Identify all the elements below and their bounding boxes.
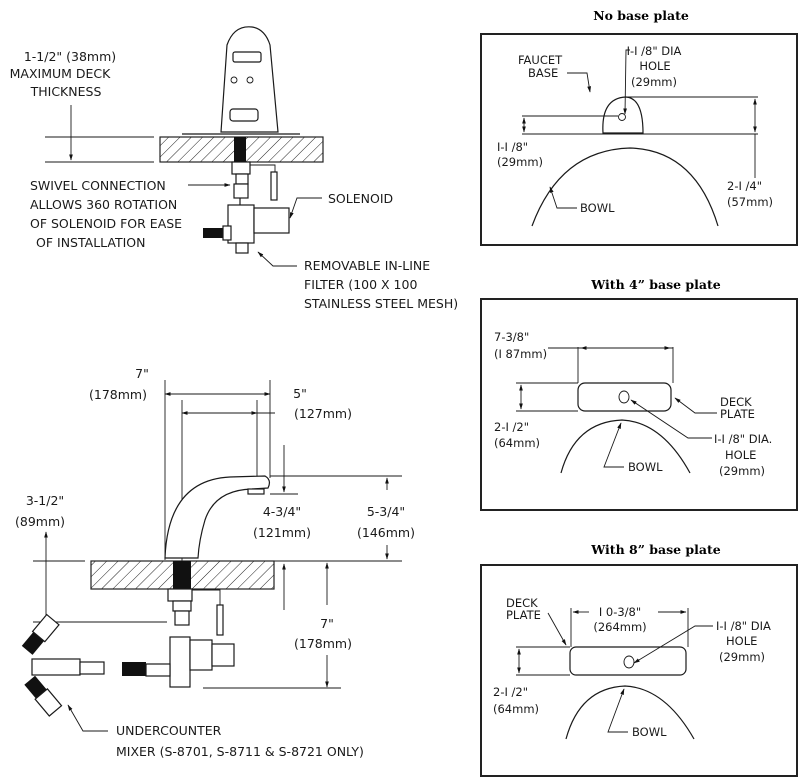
panel-4in-base-plate: With 4” base plate 7-3/8" (I 87mm) 2-I /… (480, 277, 798, 511)
solenoid-body (253, 207, 290, 234)
hole-label-2: HOLE (639, 59, 670, 73)
hole-label: I-I /8" DIA (627, 44, 682, 58)
shank-side (173, 561, 191, 589)
below-deck-upper-mm: (89mm) (15, 514, 65, 529)
base-depth-mm: (57mm) (727, 195, 773, 209)
supply-hose-thread (122, 662, 146, 676)
filter-note-3: STAINLESS STEEL MESH) (304, 296, 458, 311)
aerator-window (229, 108, 259, 122)
plate-depth-label: 2-I /2" (494, 420, 529, 434)
swivel-note-4: OF INSTALLATION (36, 235, 146, 250)
spout-height-label: 4-3/4" (263, 504, 301, 519)
filter-note-2: FILTER (100 X 100 (304, 277, 417, 292)
sensor-cable-connector (270, 171, 278, 201)
swivel-connection (235, 173, 249, 185)
hole-offset-mm: (29mm) (497, 155, 543, 169)
panel-title: With 8” base plate (590, 542, 721, 557)
bowl-outline (531, 147, 719, 227)
deck-plate-outline (577, 382, 672, 412)
bowl-label: BOWL (628, 460, 663, 474)
hole-label-3: (29mm) (631, 75, 677, 89)
reach-total-label: 7" (135, 366, 149, 381)
front-view: 1-1/2" (38mm) MAXIMUM DECK THICKNESS SWI… (10, 26, 458, 311)
below-deck-total-label: 7" (320, 616, 334, 631)
hole-label-3: (29mm) (719, 650, 765, 664)
mixer-note-2: MIXER (S-8701, S-8711 & S-8721 ONLY) (116, 744, 364, 759)
filter-note: REMOVABLE IN-LINE (304, 258, 430, 273)
mount-hole (618, 390, 630, 404)
sensor-dot-left (230, 76, 238, 84)
bowl-outline (565, 685, 695, 740)
filter-cap (235, 242, 249, 254)
plate-width-mm: (I 87mm) (494, 347, 547, 361)
panel-title: No base plate (593, 8, 689, 23)
deck-thickness-label: 1-1/2" (38mm) (24, 49, 116, 64)
panel-frame (480, 564, 798, 777)
hole-offset-label: I-I /8" (497, 140, 528, 154)
swivel-side (174, 610, 190, 626)
deck-thickness-label-2: MAXIMUM DECK (10, 66, 112, 81)
swivel-note-3: OF SOLENOID FOR EASE (30, 216, 182, 231)
hole-label-2: HOLE (725, 448, 756, 462)
reach-total-mm: (178mm) (89, 387, 147, 402)
faucet-base-label-2: BASE (528, 66, 558, 80)
reach-spout-label: 5" (293, 386, 307, 401)
plate-depth-mm: (64mm) (493, 702, 539, 716)
plate-depth-mm: (64mm) (494, 436, 540, 450)
sensor-window (232, 51, 262, 63)
overall-height-mm: (146mm) (357, 525, 415, 540)
sensor-dot-right (246, 76, 254, 84)
deck-thickness-label-3: THICKNESS (30, 84, 102, 99)
deck-plate-label: DECK (506, 596, 538, 610)
shank (234, 137, 246, 162)
hole-label: I-I /8" DIA (716, 619, 771, 633)
swivel-note-2: ALLOWS 360 ROTATION (30, 197, 177, 212)
below-deck-upper-label: 3-1/2" (26, 493, 64, 508)
mixer-note: UNDERCOUNTER (116, 723, 222, 738)
panel-frame (480, 33, 798, 246)
deck-plate-label: DECK (720, 395, 752, 409)
deck-plate-label-2: PLATE (506, 608, 541, 622)
mount-hole (618, 113, 626, 121)
inlet-thread (203, 228, 223, 238)
valve-body-side (169, 636, 191, 688)
hole-label-2: HOLE (726, 634, 757, 648)
below-deck-total-mm: (178mm) (294, 636, 352, 651)
plate-width-label: I 0-3/8" (599, 605, 641, 619)
panel-8in-base-plate: With 8” base plate DECK PLATE I 0-3/8" (… (480, 542, 798, 777)
overall-height-label: 5-3/4" (367, 504, 405, 519)
valve-body (227, 204, 255, 244)
spout-height-mm: (121mm) (253, 525, 311, 540)
plate-width-mm: (264mm) (593, 620, 646, 634)
deck-plate-label-2: PLATE (720, 407, 755, 421)
panel-frame (480, 298, 798, 511)
hole-label-3: (29mm) (719, 464, 765, 478)
faucet-base-outline (602, 96, 644, 134)
mount-hole (623, 655, 635, 669)
plate-depth-label: 2-I /2" (493, 685, 528, 699)
bowl-label: BOWL (580, 201, 615, 215)
reach-spout-mm: (127mm) (294, 406, 352, 421)
swivel-note: SWIVEL CONNECTION (30, 178, 166, 193)
solenoid-label: SOLENOID (328, 191, 393, 206)
side-view: 7" (178mm) 5" (127mm) 4-3/4" (121mm) 5-3… (15, 366, 415, 759)
hole-label: I-I /8" DIA. (714, 432, 772, 446)
deck-plate-outline (569, 646, 687, 676)
faucet-base-label: FAUCET (518, 53, 563, 67)
aerator (247, 488, 265, 495)
spout (164, 475, 271, 559)
solenoid-side (211, 643, 235, 667)
sensor-cable-connector-side (216, 604, 224, 636)
panel-no-base-plate: No base plate FAUCET BASE I-I /8" DIA HO… (480, 8, 798, 246)
bowl-label: BOWL (632, 725, 667, 739)
panel-title: With 4” base plate (590, 277, 721, 292)
base-depth-label: 2-I /4" (727, 179, 762, 193)
undercounter-mixer (21, 613, 105, 717)
bowl-outline (560, 419, 691, 474)
plate-width-label: 7-3/8" (494, 330, 529, 344)
